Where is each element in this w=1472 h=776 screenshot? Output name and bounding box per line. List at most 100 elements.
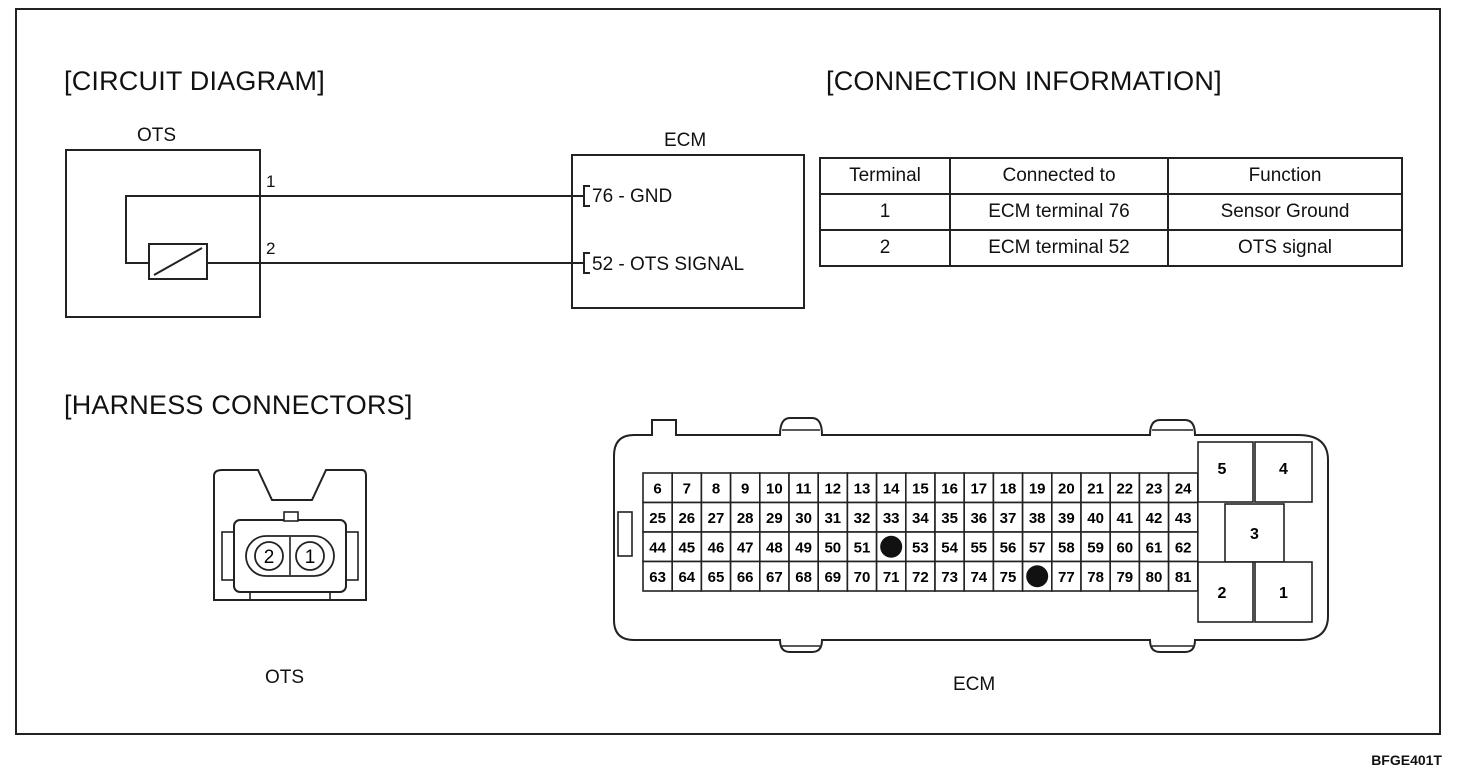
ecm-pin-number: 23 bbox=[1146, 480, 1163, 497]
ecm-pin-number: 41 bbox=[1116, 510, 1133, 527]
ots-pin-2-label: 2 bbox=[264, 547, 275, 568]
ecm-pin-number: 27 bbox=[708, 510, 725, 527]
ecm-pin-number: 63 bbox=[649, 569, 666, 586]
terminal-76-bracket bbox=[583, 185, 590, 207]
ecm-pin-cell bbox=[904, 501, 936, 533]
ecm-pin-cell bbox=[642, 472, 674, 504]
ecm-pin-number: 31 bbox=[824, 510, 841, 527]
ecm-pin-number: 70 bbox=[854, 569, 871, 586]
terminal-52-bracket bbox=[583, 252, 590, 274]
ecm-power-pin-number: 3 bbox=[1250, 526, 1259, 543]
ecm-pin-number: 16 bbox=[941, 480, 958, 497]
cell-function: OTS signal bbox=[1167, 229, 1403, 267]
sensor-diagonal bbox=[153, 247, 203, 276]
ecm-pin-number: 71 bbox=[883, 569, 900, 586]
ecm-pin-number: 58 bbox=[1058, 539, 1075, 556]
ecm-pin-cell bbox=[1021, 472, 1053, 504]
ecm-power-pin-cell bbox=[1254, 441, 1313, 503]
header-function: Function bbox=[1167, 157, 1403, 195]
ecm-pin-number: 64 bbox=[678, 569, 695, 586]
ecm-pin-number: 74 bbox=[970, 569, 987, 586]
ecm-pin-cell bbox=[1167, 472, 1199, 504]
ecm-pin-cell bbox=[1080, 531, 1112, 563]
ecm-pin-number: 8 bbox=[712, 480, 720, 497]
figure-code: BFGE401T bbox=[1371, 752, 1442, 768]
ecm-power-pin-cell bbox=[1254, 561, 1313, 623]
header-connected-to: Connected to bbox=[949, 157, 1169, 195]
ots-label: OTS bbox=[137, 125, 177, 146]
ecm-box bbox=[571, 154, 805, 309]
ecm-pin-number: 60 bbox=[1116, 539, 1133, 556]
wire-1-number: 1 bbox=[266, 172, 276, 191]
ecm-pin-cell bbox=[1080, 560, 1112, 592]
ecm-pin-number: 62 bbox=[1175, 539, 1192, 556]
ecm-pin-number: 18 bbox=[1000, 480, 1017, 497]
ots-pin-circle-1 bbox=[295, 541, 325, 571]
ots-box bbox=[65, 149, 261, 318]
ecm-pin-number: 6 bbox=[653, 480, 661, 497]
ecm-pin-number: 59 bbox=[1087, 539, 1104, 556]
connection-info-heading: [CONNECTION INFORMATION] bbox=[826, 66, 1222, 96]
ecm-pin-cell bbox=[1138, 472, 1170, 504]
ecm-pin-number: 54 bbox=[941, 539, 958, 556]
ecm-pin-number: 68 bbox=[795, 569, 812, 586]
wire-2-number: 2 bbox=[266, 239, 276, 258]
ecm-pin-cell bbox=[1167, 531, 1199, 563]
diagram-frame bbox=[15, 8, 1441, 735]
ecm-side-key bbox=[617, 511, 633, 557]
ecm-pin-number: 47 bbox=[737, 539, 754, 556]
ots-connector-key bbox=[283, 511, 299, 522]
ecm-pin-number: 48 bbox=[766, 539, 783, 556]
ecm-pin-number: 44 bbox=[649, 539, 666, 556]
ecm-pin-number: 40 bbox=[1087, 510, 1104, 527]
ecm-pin-number: 14 bbox=[883, 480, 900, 497]
ecm-pin-cell bbox=[875, 560, 907, 592]
ecm-pin-number: 51 bbox=[854, 539, 871, 556]
terminal-52-label: 52 - OTS SIGNAL bbox=[592, 254, 745, 275]
ecm-pin-number: 19 bbox=[1029, 480, 1046, 497]
ecm-pin-cell bbox=[671, 531, 703, 563]
ecm-pin-number: 77 bbox=[1058, 569, 1075, 586]
ecm-pin-cell bbox=[729, 472, 761, 504]
ecm-pin-number: 12 bbox=[824, 480, 841, 497]
cell-connected-to: ECM terminal 52 bbox=[949, 229, 1169, 267]
ecm-pin-number: 30 bbox=[795, 510, 812, 527]
ecm-pin-cell bbox=[992, 472, 1024, 504]
ecm-pin-number: 26 bbox=[678, 510, 695, 527]
ecm-pin-number: 43 bbox=[1175, 510, 1192, 527]
ecm-pin-number: 66 bbox=[737, 569, 754, 586]
ecm-pin-cell bbox=[1138, 501, 1170, 533]
ots-pin-cavity bbox=[245, 535, 335, 577]
circuit-diagram-heading: [CIRCUIT DIAGRAM] bbox=[64, 66, 325, 96]
ecm-pin-number: 28 bbox=[737, 510, 754, 527]
ecm-pin-cell bbox=[729, 560, 761, 592]
ecm-pin-cell bbox=[963, 501, 995, 533]
table-header-row: Terminal Connected to Function bbox=[819, 157, 1403, 195]
ecm-pin-number: 55 bbox=[970, 539, 987, 556]
ecm-pin-cell bbox=[788, 560, 820, 592]
connection-table: Terminal Connected to Function 1 ECM ter… bbox=[819, 157, 1403, 267]
ecm-pin-number: 9 bbox=[741, 480, 749, 497]
ecm-pin-number: 81 bbox=[1175, 569, 1192, 586]
header-terminal: Terminal bbox=[819, 157, 951, 195]
ecm-power-pin-number: 1 bbox=[1279, 585, 1288, 602]
ecm-pin-number: 45 bbox=[678, 539, 695, 556]
cell-terminal: 1 bbox=[819, 193, 951, 231]
ecm-pin-number: 39 bbox=[1058, 510, 1075, 527]
ecm-pin-cell bbox=[642, 531, 674, 563]
ecm-pin-number: 61 bbox=[1146, 539, 1163, 556]
ecm-pin-number: 37 bbox=[1000, 510, 1017, 527]
ecm-pin-number: 13 bbox=[854, 480, 871, 497]
ecm-pin-number: 22 bbox=[1116, 480, 1133, 497]
cell-terminal: 2 bbox=[819, 229, 951, 267]
ecm-pin-cell bbox=[992, 560, 1024, 592]
ecm-pin-cell bbox=[875, 501, 907, 533]
cell-connected-to: ECM terminal 76 bbox=[949, 193, 1169, 231]
ecm-pin-cell bbox=[1167, 501, 1199, 533]
harness-ecm-label: ECM bbox=[953, 674, 996, 695]
ecm-pin-number: 38 bbox=[1029, 510, 1046, 527]
